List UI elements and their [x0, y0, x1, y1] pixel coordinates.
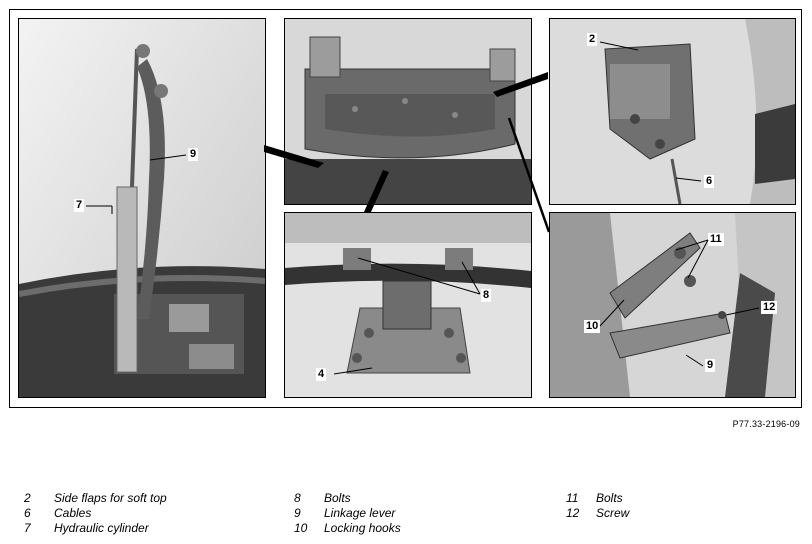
legend-text: Locking hooks [324, 521, 401, 535]
bottom-right-photo [550, 213, 795, 397]
callout-8: 8 [481, 289, 492, 302]
callout-9-left: 9 [188, 148, 199, 161]
figure-reference-code: P77.33-2196-09 [732, 419, 800, 429]
callout-7: 7 [74, 199, 85, 212]
legend-item: 9 Linkage lever [294, 506, 534, 521]
photo-panel-left [18, 18, 266, 398]
legend-column-1: 2 Side flaps for soft top 6 Cables 7 Hydrau… [24, 491, 264, 536]
legend-text: Bolts [324, 491, 351, 505]
photo-panel-bottom-right [549, 212, 796, 398]
legend-text: Hydraulic cylinder [54, 521, 149, 535]
legend-number: 11 [566, 491, 579, 505]
legend-number: 10 [294, 521, 308, 535]
legend-text: Bolts [596, 491, 623, 505]
callout-10: 10 [584, 320, 601, 333]
callout-9-right: 9 [705, 359, 716, 372]
legend-number: 6 [24, 506, 31, 520]
legend-number: 2 [24, 491, 31, 505]
callout-11: 11 [708, 233, 724, 246]
callout-6: 6 [704, 175, 715, 188]
top-center-photo [285, 19, 531, 204]
photo-panel-top-right [549, 18, 796, 205]
legend-number: 7 [24, 521, 31, 535]
legend-text: Linkage lever [324, 506, 396, 520]
callout-12: 12 [761, 301, 778, 314]
legend-item: 6 Cables [24, 506, 264, 521]
top-right-photo [550, 19, 795, 204]
left-photo [19, 19, 265, 397]
legend-number: 9 [294, 506, 301, 520]
legend-text: Side flaps for soft top [54, 491, 167, 505]
legend-text: Screw [596, 506, 630, 520]
legend-column-3: 11 Bolts 12 Screw [566, 491, 786, 521]
legend-item: 10 Locking hooks [294, 521, 534, 536]
legend-number: 8 [294, 491, 301, 505]
callout-2: 2 [587, 33, 598, 46]
legend-item: 8 Bolts [294, 491, 534, 506]
legend-item: 12 Screw [566, 506, 786, 521]
legend-item: 11 Bolts [566, 491, 786, 506]
legend-item: 7 Hydraulic cylinder [24, 521, 264, 536]
legend-number: 12 [566, 506, 580, 520]
legend-text: Cables [54, 506, 92, 520]
photo-panel-top-center [284, 18, 532, 205]
legend-item: 2 Side flaps for soft top [24, 491, 264, 506]
legend-column-2: 8 Bolts 9 Linkage lever 10 Locking hooks [294, 491, 534, 536]
callout-4: 4 [316, 368, 327, 381]
